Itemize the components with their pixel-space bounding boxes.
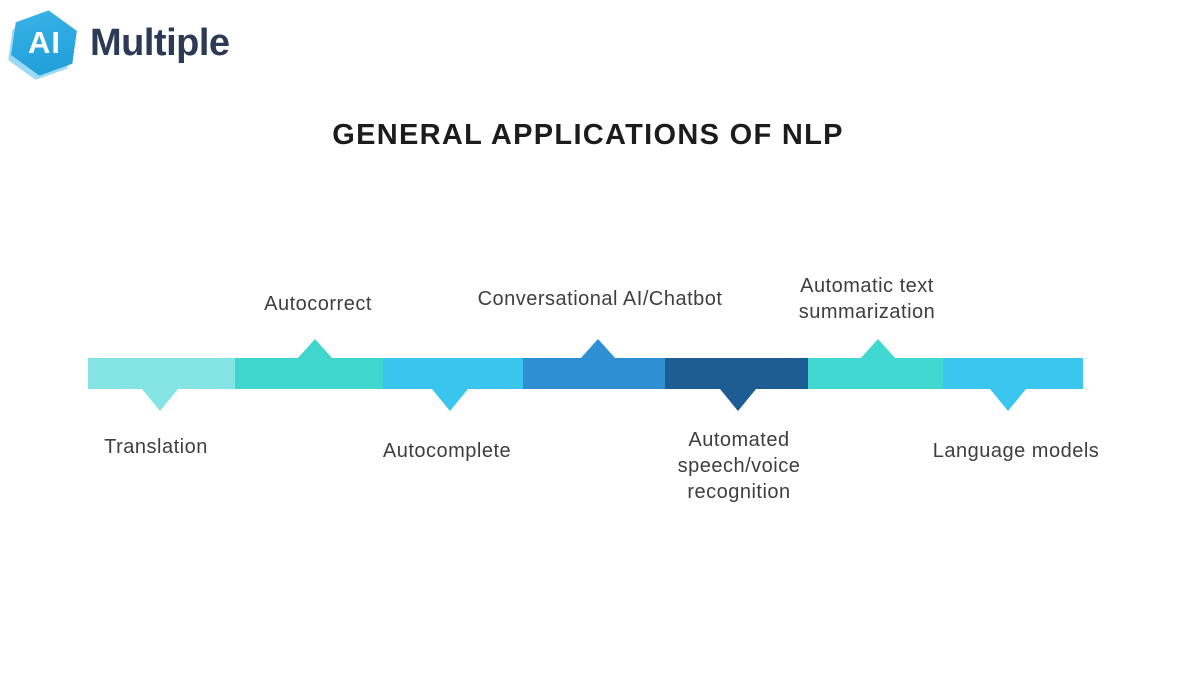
pointer-down-autocomplete-icon bbox=[432, 389, 468, 411]
label-conversational-ai-chatbot: Conversational AI/Chatbot bbox=[477, 288, 723, 310]
label-translation: Translation bbox=[104, 436, 208, 458]
logo-brand-name: Multiple bbox=[90, 22, 230, 64]
logo-hexagon: AI bbox=[9, 6, 80, 80]
timeline-segment-autocorrect bbox=[235, 358, 383, 389]
pointer-down-language-icon bbox=[990, 389, 1026, 411]
page-title: GENERAL APPLICATIONS OF NLP bbox=[332, 119, 844, 151]
logo-ai-text: AI bbox=[27, 25, 61, 60]
timeline-segment-language-models bbox=[943, 358, 1083, 389]
aimultiple-logo: AI Multiple bbox=[10, 8, 250, 88]
label-automatic-text-summarization: Automatic text summarization bbox=[798, 275, 936, 323]
label-language-models: Language models bbox=[932, 440, 1100, 462]
timeline-segment-translation bbox=[88, 358, 235, 389]
pointer-down-translation-icon bbox=[142, 389, 178, 411]
logo-hexagon-icon: AI bbox=[10, 8, 80, 82]
timeline-segment-automatic-text-summarization bbox=[808, 358, 943, 389]
label-autocorrect: Autocorrect bbox=[264, 293, 372, 315]
timeline-segment-autocomplete bbox=[383, 358, 523, 389]
label-autocomplete: Autocomplete bbox=[382, 440, 512, 462]
timeline-bar bbox=[88, 358, 1083, 389]
pointer-up-conversational-icon bbox=[580, 339, 616, 359]
timeline-segment-automated-speech-voice-recognition bbox=[665, 358, 808, 389]
pointer-up-summarization-icon bbox=[860, 339, 896, 359]
pointer-down-speech-icon bbox=[720, 389, 756, 411]
label-automated-speech-voice-recognition: Automated speech/voice recognition bbox=[677, 429, 801, 503]
timeline-segment-conversational-ai-chatbot bbox=[523, 358, 665, 389]
pointer-up-autocorrect-icon bbox=[297, 339, 333, 359]
